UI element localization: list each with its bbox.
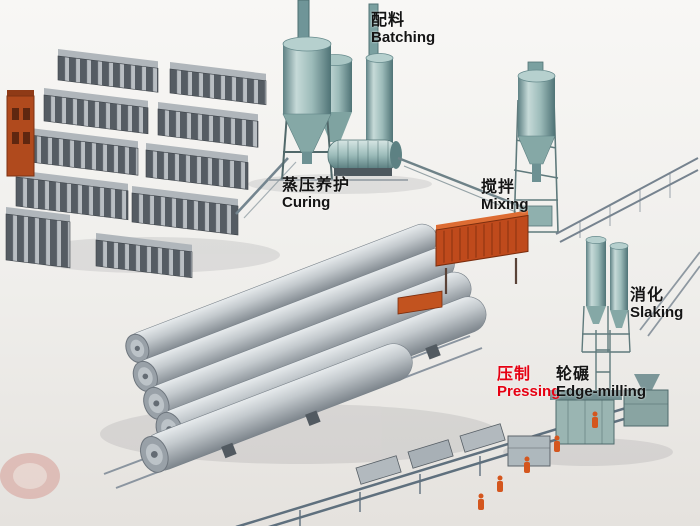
workers [478,411,598,510]
label-pressing-zh: 压制 [497,366,532,383]
pressing-edge-milling [507,330,669,467]
ball-mill [327,139,402,176]
label-batching-en: Batching [371,28,436,46]
batching-silos [235,0,521,219]
label-edge-milling: 轮碾 Edge-milling [556,366,646,401]
edge-mill-machine [623,389,669,427]
label-edge-milling-en: Edge-milling [556,382,646,400]
mould-conveyor-line [235,398,661,526]
worker-figure [554,435,560,452]
control-building [6,90,35,177]
slaking-silos [555,157,700,353]
label-curing-en: Curing [282,193,331,211]
worker-figure [524,456,530,473]
slurry-conveyor [397,156,521,208]
label-slaking-zh: 消化 [630,287,665,304]
incline-conveyor [235,157,289,215]
label-curing-zh: 蒸压养护 [282,177,351,194]
worker-figure [478,493,484,510]
label-mixing-en: Mixing [481,195,529,213]
autoclaves [103,223,487,489]
silo-main [281,36,333,181]
label-batching: 配料 Batching [371,12,435,47]
pouring-unit [397,290,443,315]
mould-cart [407,439,454,469]
label-edge-milling-zh: 轮碾 [556,366,591,383]
silo-right [365,53,394,172]
slat-conveyor-mixer [397,210,529,315]
label-slaking-en: Slaking [630,303,684,321]
label-mixing: 搅拌 Mixing [481,179,529,214]
mould-cart [355,455,402,485]
mould-cart [459,423,506,453]
label-slaking: 消化 Slaking [630,287,683,322]
label-mixing-zh: 搅拌 [481,179,516,196]
autoclave-5 [140,343,413,473]
worker-figure [592,411,598,428]
worker-figure [497,475,503,492]
label-curing: 蒸压养护 Curing [282,177,350,212]
label-batching-zh: 配料 [371,12,406,29]
label-pressing: 压制 Pressing [497,366,560,401]
watermark-stamp [0,453,60,499]
label-pressing-en: Pressing [497,382,561,400]
finished-block-storage [5,49,267,279]
